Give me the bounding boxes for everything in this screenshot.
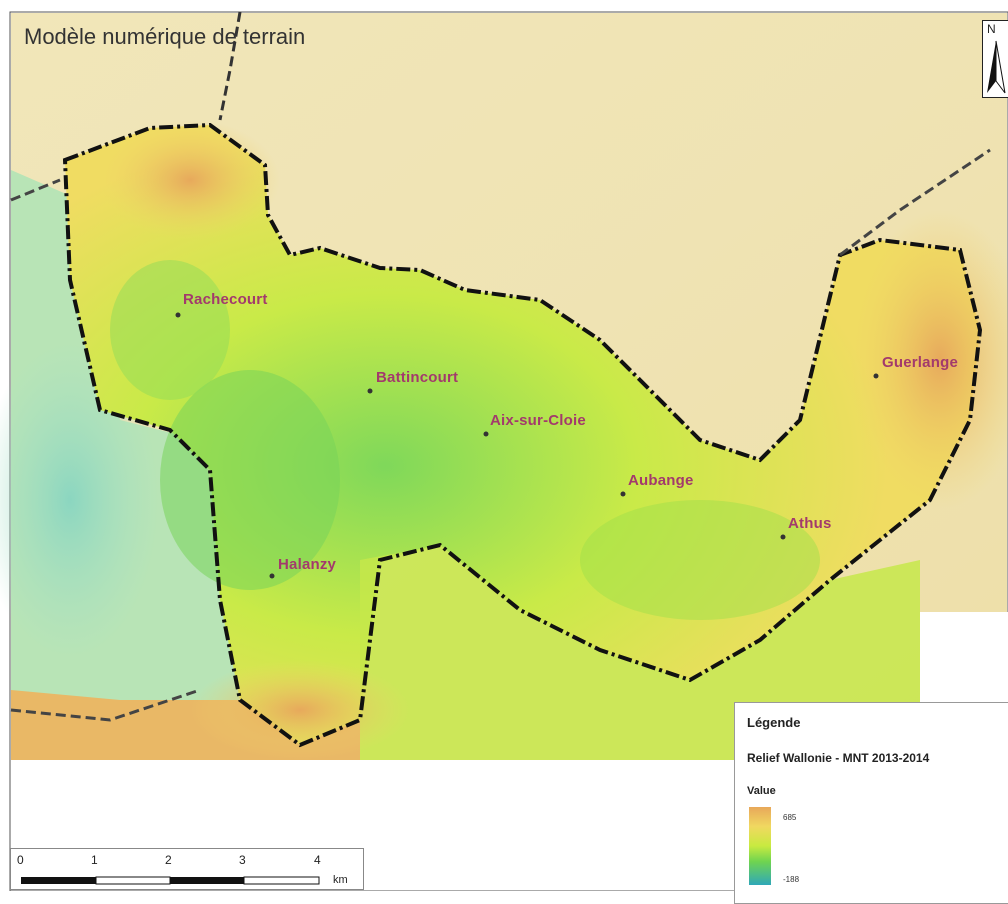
- scale-bar: 0 1 2 3 4 km: [10, 848, 364, 890]
- commune-boundary: [62, 122, 983, 748]
- blank-patch: [920, 612, 1008, 704]
- legend-low-value: -188: [783, 875, 800, 884]
- place-label-battincourt: Battincourt: [376, 369, 459, 386]
- place-markers: [175, 312, 879, 579]
- scale-tick-1: 1: [91, 853, 98, 867]
- marker-halanzy: [269, 573, 275, 579]
- place-label-athus: Athus: [788, 515, 832, 532]
- valley-green-3: [580, 500, 820, 620]
- national-border-north: [218, 11, 242, 121]
- marker-battincourt: [367, 388, 373, 394]
- scale-tick-0: 0: [17, 853, 24, 867]
- place-label-rachecourt: Rachecourt: [183, 291, 268, 308]
- map-title: Modèle numérique de terrain: [24, 24, 306, 49]
- place-label-aix-sur-cloie: Aix-sur-Cloie: [490, 412, 586, 429]
- north-arrow-icon: [987, 40, 1006, 94]
- marker-athus: [780, 534, 786, 540]
- scale-tick-4: 4: [314, 853, 321, 867]
- west-lowland: [0, 340, 160, 660]
- scale-bar-graphic: [21, 876, 320, 885]
- valley-green-2: [110, 260, 230, 400]
- legend-color-ramp: [749, 807, 771, 885]
- north-label: N: [987, 22, 996, 36]
- legend-value-label: Value: [747, 785, 776, 797]
- marker-rachecourt: [175, 312, 181, 318]
- national-border-west: [10, 178, 61, 202]
- north-arrow: N: [982, 20, 1008, 98]
- high-north: [100, 120, 280, 240]
- place-label-halanzy: Halanzy: [278, 556, 337, 573]
- scale-tick-3: 3: [239, 853, 246, 867]
- legend-title: Légende: [747, 715, 801, 730]
- scale-unit: km: [333, 874, 348, 886]
- marker-aubange: [620, 491, 626, 497]
- high-south: [190, 660, 410, 760]
- national-border-east: [839, 148, 991, 257]
- map-legend: Légende Relief Wallonie - MNT 2013-2014 …: [734, 702, 1008, 904]
- legend-high-value: 685: [783, 813, 797, 822]
- valley-green: [160, 370, 340, 590]
- marker-guerlange: [873, 373, 879, 379]
- national-border-sw: [10, 688, 201, 722]
- marker-aix-sur-cloie: [483, 431, 489, 437]
- scale-tick-2: 2: [165, 853, 172, 867]
- legend-layer-name: Relief Wallonie - MNT 2013-2014: [747, 751, 930, 765]
- place-label-aubange: Aubange: [628, 472, 694, 489]
- place-label-guerlange: Guerlange: [882, 354, 958, 371]
